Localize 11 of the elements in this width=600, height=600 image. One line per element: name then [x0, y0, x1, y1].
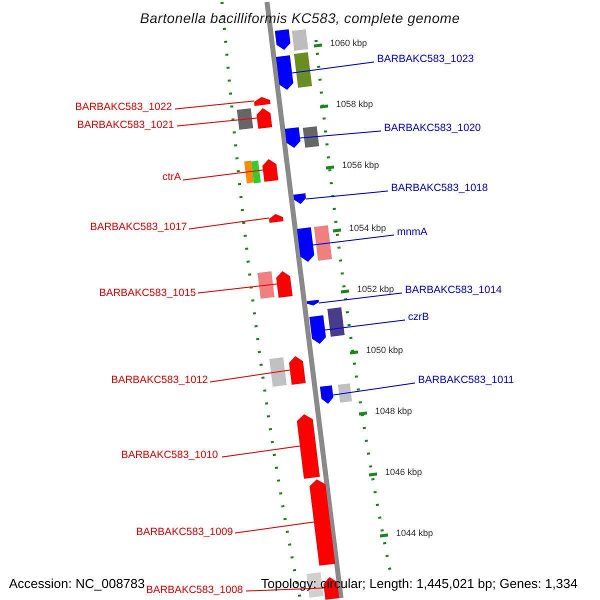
scale-label: 1058 kbp [336, 100, 374, 109]
map-title: Bartonella bacilliformis KC583, complete genome [139, 11, 461, 25]
scale-label: 1046 kbp [385, 468, 422, 477]
accession-note: Accession: NC_008783 [9, 577, 145, 590]
scale-label: 1052 kbp [357, 285, 394, 294]
scale-label: 1044 kbp [396, 529, 434, 538]
scale-label: 1054 kbp [349, 224, 386, 233]
scale-label: 1048 kbp [375, 407, 412, 416]
scale-label: 1056 kbp [342, 161, 380, 170]
scale-label: 1060 kbp [330, 39, 368, 48]
scale-label: 1050 kbp [366, 346, 404, 355]
